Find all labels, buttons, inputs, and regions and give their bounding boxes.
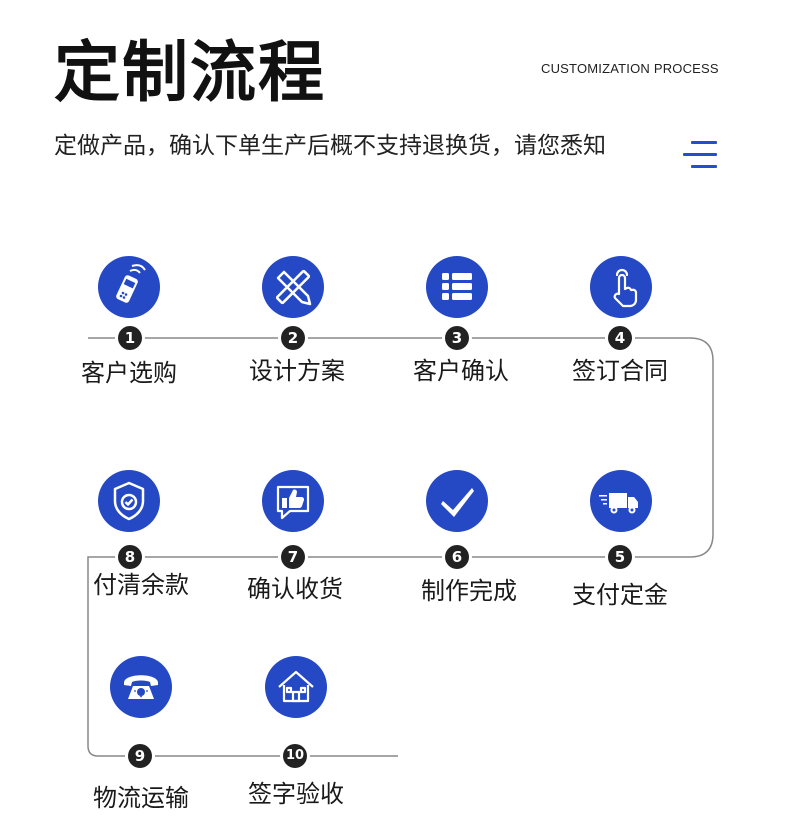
shield-check-icon bbox=[98, 470, 160, 532]
step-label: 签订合同 bbox=[572, 357, 668, 385]
hand-tap-icon bbox=[590, 256, 652, 318]
pencil-ruler-icon bbox=[262, 256, 324, 318]
list-icon bbox=[426, 256, 488, 318]
step-label: 签字验收 bbox=[248, 780, 344, 808]
step-label: 制作完成 bbox=[421, 577, 517, 605]
step-label: 付清余款 bbox=[93, 571, 189, 599]
step-number: 2 bbox=[281, 326, 305, 350]
step-number: 7 bbox=[281, 545, 305, 569]
step-number: 1 bbox=[118, 326, 142, 350]
step-number: 9 bbox=[128, 744, 152, 768]
step-label: 确认收货 bbox=[247, 575, 343, 603]
notice-text: 定做产品，确认下单生产后概不支持退换货，请您悉知 bbox=[54, 133, 606, 159]
house-icon bbox=[265, 656, 327, 718]
page-subtitle: CUSTOMIZATION PROCESS bbox=[541, 61, 719, 76]
step-number: 10 bbox=[283, 744, 307, 768]
step-number: 4 bbox=[608, 326, 632, 350]
telephone-icon bbox=[110, 656, 172, 718]
menu-icon[interactable] bbox=[683, 141, 717, 171]
checkmark-icon bbox=[426, 470, 488, 532]
step-label: 物流运输 bbox=[93, 784, 189, 812]
step-number: 6 bbox=[445, 545, 469, 569]
step-label: 支付定金 bbox=[572, 581, 668, 609]
delivery-truck-icon bbox=[590, 470, 652, 532]
step-label: 客户选购 bbox=[81, 359, 177, 387]
thumbs-up-icon bbox=[262, 470, 324, 532]
mobile-phone-icon bbox=[98, 256, 160, 318]
step-label: 客户确认 bbox=[413, 357, 509, 385]
step-label: 设计方案 bbox=[249, 357, 345, 385]
step-number: 3 bbox=[445, 326, 469, 350]
step-number: 5 bbox=[608, 545, 632, 569]
step-number: 8 bbox=[118, 545, 142, 569]
page-title: 定制流程 bbox=[54, 34, 326, 111]
